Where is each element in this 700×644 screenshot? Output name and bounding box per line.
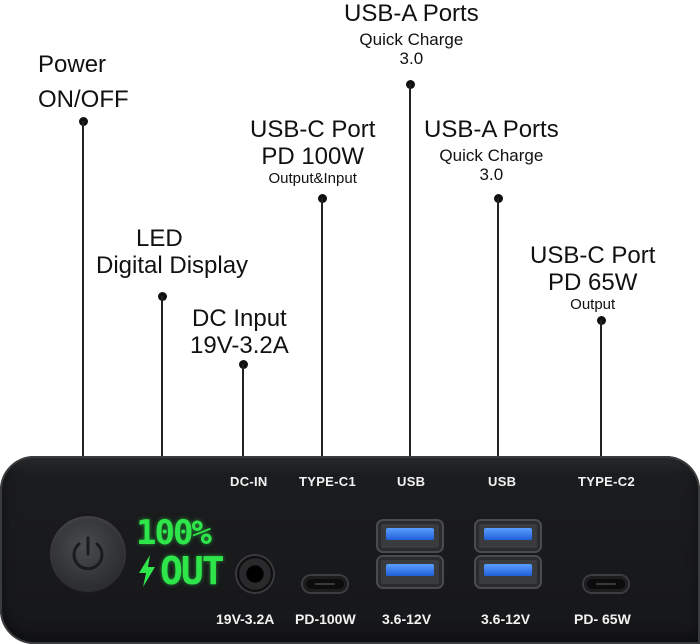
- usbc-port-1-callout-title: USB-C Port: [250, 116, 376, 143]
- usbc-port-2-callout-note: Output: [570, 295, 616, 313]
- battery-percent-readout: 100%: [136, 513, 212, 553]
- led-callout: LED Digital Display: [96, 225, 249, 280]
- usba-ports-1-callout-title: USB-A Ports: [344, 0, 479, 27]
- usb-a-port-2-top[interactable]: [476, 521, 540, 551]
- usba-ports-2-callout-subtitle: Quick Charge: [439, 145, 544, 165]
- power-callout-title: Power: [38, 51, 107, 78]
- output-mode-readout: OUT: [136, 552, 226, 590]
- led-callout-title: LED: [136, 225, 183, 252]
- power-callout-line: [82, 121, 84, 459]
- usb-a-port-1-top[interactable]: [378, 521, 442, 551]
- usb-a-port-1-bottom[interactable]: [378, 557, 442, 587]
- usb-c2-port[interactable]: [584, 576, 628, 592]
- power-callout-subtitle: ON/OFF: [38, 85, 129, 113]
- usba-ports-1-callout-line: [409, 84, 411, 459]
- usbc-port-1-callout-power: PD 100W: [261, 142, 365, 170]
- power-button[interactable]: [50, 516, 126, 592]
- usba-ports-2-callout-line: [497, 198, 499, 459]
- spec-usb-2: 3.6-12V: [481, 611, 531, 627]
- usbc-port-1-callout: USB-C Port PD 100W Output&Input: [250, 116, 376, 188]
- power-icon: [72, 536, 104, 571]
- usba-ports-1-callout-version: 3.0: [399, 48, 424, 68]
- led-callout-line: [161, 296, 163, 459]
- usbc-port-2-callout: USB-C Port PD 65W Output: [530, 242, 656, 314]
- spec-type-c1: PD-100W: [295, 611, 356, 627]
- usba-ports-2-callout: USB-A Ports Quick Charge 3.0: [424, 116, 559, 184]
- usbc-port-2-callout-title: USB-C Port: [530, 242, 656, 269]
- usb-c1-port[interactable]: [303, 576, 347, 592]
- usbc-port-2-callout-power: PD 65W: [548, 268, 638, 296]
- label-type-c1: TYPE-C1: [299, 474, 357, 489]
- usba-ports-1-callout-subtitle: Quick Charge: [359, 29, 464, 49]
- dc-input-callout-title: DC Input: [192, 305, 287, 332]
- usb-a-port-2-bottom[interactable]: [476, 557, 540, 587]
- usba-ports-1-callout: USB-A Ports Quick Charge 3.0: [344, 0, 479, 68]
- label-dc-in: DC-IN: [230, 474, 268, 489]
- label-type-c2: TYPE-C2: [578, 474, 636, 489]
- power-callout: Power ON/OFF: [38, 51, 129, 114]
- label-usb-1: USB: [397, 474, 426, 489]
- usba-ports-2-callout-title: USB-A Ports: [424, 116, 559, 143]
- label-usb-2: USB: [488, 474, 517, 489]
- output-mode-text: OUT: [160, 549, 225, 593]
- dc-input-callout: DC Input 19V-3.2A: [190, 305, 289, 360]
- dc-input-callout-subtitle: 19V-3.2A: [190, 331, 289, 359]
- usbc-port-1-callout-line: [321, 198, 323, 459]
- spec-dc-in: 19V-3.2A: [216, 611, 275, 627]
- usba-ports-2-callout-version: 3.0: [479, 164, 504, 184]
- dc-input-jack[interactable]: [237, 556, 273, 592]
- usbc-port-1-callout-note: Output&Input: [268, 169, 357, 187]
- lightning-icon: [139, 555, 155, 587]
- spec-usb-1: 3.6-12V: [382, 611, 432, 627]
- led-digital-display: 100% OUT: [136, 516, 226, 594]
- dc-input-callout-line: [242, 364, 244, 459]
- spec-type-c2: PD- 65W: [574, 611, 631, 627]
- usbc-port-2-callout-line: [600, 320, 602, 459]
- led-callout-subtitle: Digital Display: [96, 251, 249, 279]
